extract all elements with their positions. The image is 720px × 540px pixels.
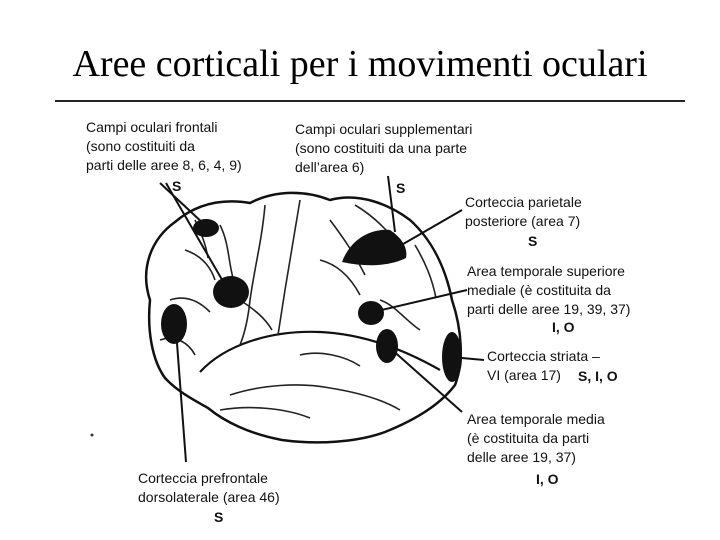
fef-label: Campi oculari frontali (sono costituiti … bbox=[86, 119, 242, 173]
mt-area-mark bbox=[376, 329, 398, 363]
mt-code: I, O bbox=[536, 471, 559, 487]
dlpfc-code: S bbox=[214, 509, 224, 525]
leader-lines bbox=[159, 175, 485, 463]
v1-area-mark bbox=[442, 332, 462, 382]
dlpfc-label: Corteccia prefrontale dorsolaterale (are… bbox=[138, 470, 280, 505]
sef-label: Campi oculari supplementari (sono costit… bbox=[295, 121, 473, 175]
slide-title: Aree corticali per i movimenti oculari bbox=[72, 43, 648, 85]
v1-code: S, I, O bbox=[578, 368, 618, 384]
fef-area-mark bbox=[193, 219, 219, 237]
dlpfc-area-mark bbox=[161, 304, 187, 344]
title-divider bbox=[55, 100, 685, 102]
sef-area-mark bbox=[213, 276, 249, 308]
v1-label: Corteccia striata – VI (area 17) bbox=[487, 348, 600, 383]
ppc-label: Corteccia parietale posteriore (area 7) bbox=[465, 194, 582, 229]
mst-code: I, O bbox=[552, 319, 575, 335]
small-dot-marker bbox=[90, 433, 94, 437]
ppc-code: S bbox=[528, 233, 538, 249]
ppc-area-mark bbox=[342, 229, 407, 266]
temporal-lobe-outline bbox=[199, 330, 441, 373]
fef-code: S bbox=[172, 178, 182, 194]
mst-area-mark bbox=[358, 301, 384, 325]
mst-label: Area temporale superiore mediale (è cost… bbox=[467, 263, 631, 317]
sef-code: S bbox=[396, 180, 406, 196]
mt-label: Area temporale media (è costituita da pa… bbox=[467, 411, 605, 465]
